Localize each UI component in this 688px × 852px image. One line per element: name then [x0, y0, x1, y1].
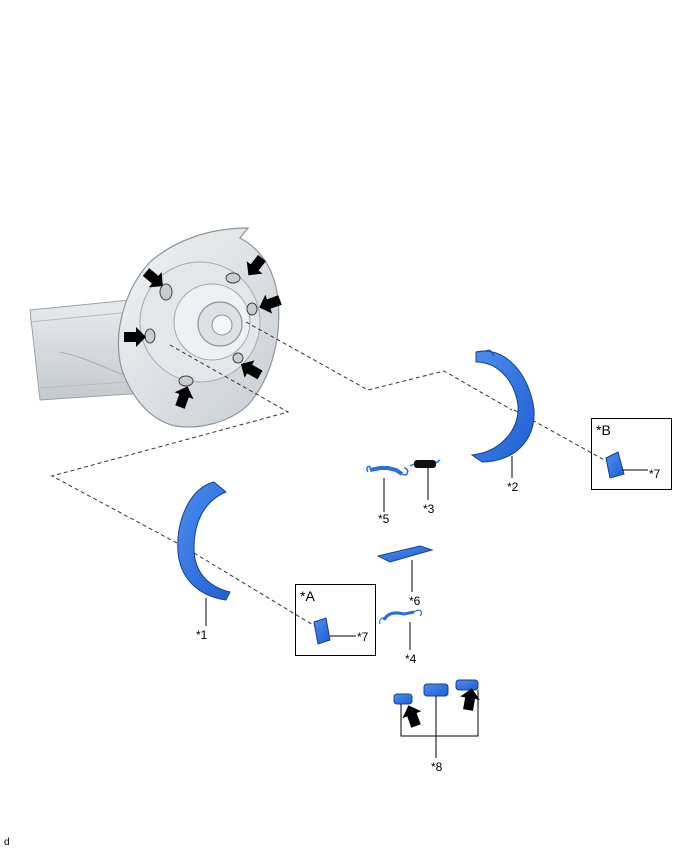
backing-plate	[117, 227, 280, 428]
detail-box-b	[591, 418, 672, 490]
part-label-3: *3	[423, 502, 435, 516]
leader-lines	[205, 456, 648, 758]
detail-box-a	[295, 584, 376, 656]
part-label-2: *2	[507, 480, 519, 494]
adjuster-lever-7b	[605, 451, 625, 479]
brake-shoe-1	[177, 481, 231, 601]
footer-mark: d	[4, 837, 10, 848]
part-label-6: *6	[409, 594, 421, 608]
spring-5	[366, 465, 409, 476]
part-label-4: *4	[405, 652, 417, 666]
detail-box-b-label: *B	[596, 422, 611, 438]
spring-4	[379, 609, 423, 625]
spring-3	[409, 459, 441, 468]
part-label-7a: *7	[357, 630, 369, 644]
part-label-8: *8	[431, 760, 443, 774]
strut-6	[376, 545, 434, 563]
part-label-5: *5	[378, 512, 390, 526]
adjuster-lever-7a	[313, 617, 331, 645]
adjuster-set-8	[393, 679, 482, 730]
part-label-1: *1	[196, 628, 208, 642]
detail-box-a-label: *A	[300, 588, 315, 604]
part-label-7b: *7	[649, 467, 661, 481]
brake-shoe-2	[470, 349, 535, 463]
